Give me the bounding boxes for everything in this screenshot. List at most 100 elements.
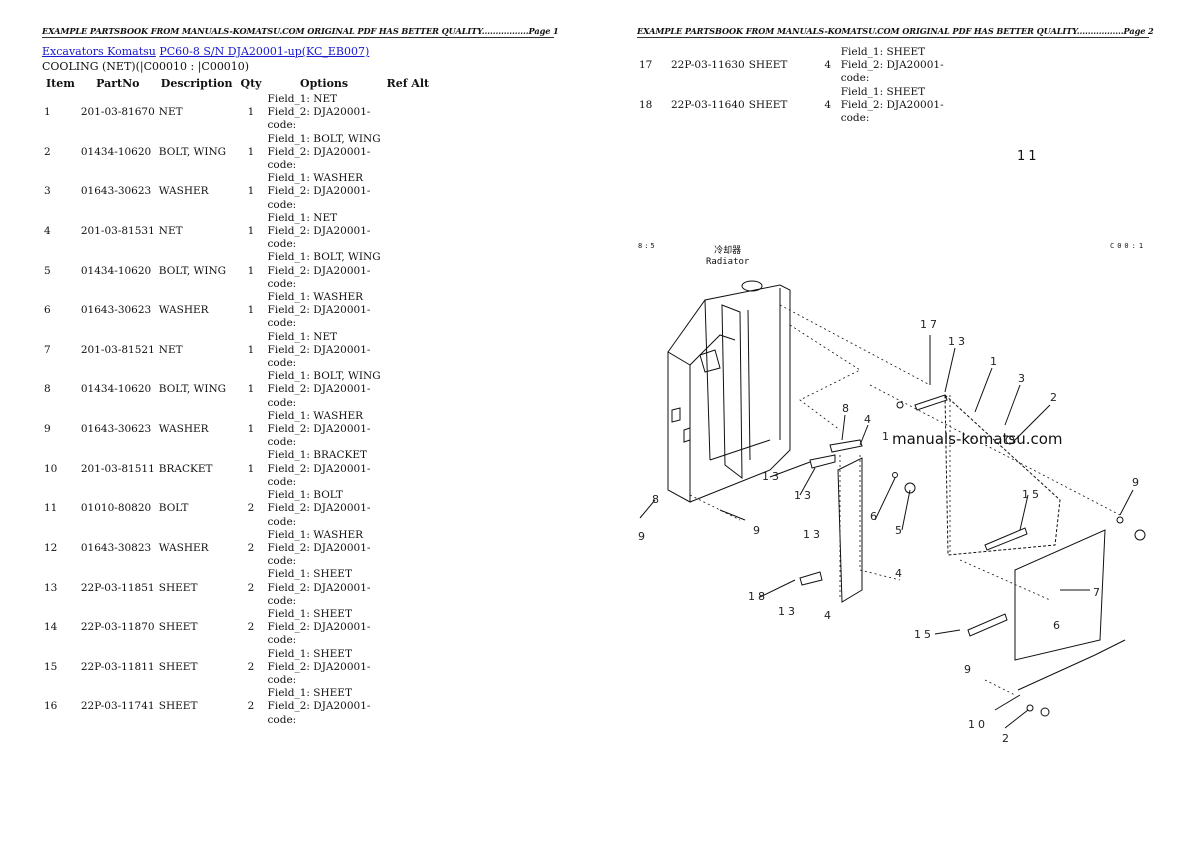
col-ref-alt: Ref Alt xyxy=(386,77,430,90)
option-code: code: xyxy=(267,238,297,251)
option-code: code: xyxy=(267,555,297,568)
quantity: 1 xyxy=(247,383,255,396)
option-code: code: xyxy=(267,357,297,370)
table-header-row: Item PartNo Description Qty Options Ref … xyxy=(42,76,433,93)
description: BRACKET xyxy=(158,462,213,475)
callout-label: 6 xyxy=(870,510,880,523)
callout-label: 1 xyxy=(882,430,892,443)
item-number: 9 xyxy=(44,423,51,436)
col-qty: Qty xyxy=(240,77,262,90)
option-field-1: Field_1: SHEET xyxy=(840,46,926,58)
quantity: 1 xyxy=(247,462,255,475)
item-number: 16 xyxy=(44,700,58,713)
option-field-1: Field_1: BRACKET xyxy=(267,449,368,462)
part-number: 22P-03-11640 xyxy=(671,98,745,111)
part-number: 01643-30823 xyxy=(80,541,152,554)
figure-label-en: Radiator xyxy=(706,257,750,267)
callout-label: 8 xyxy=(652,493,662,506)
callout-label: 13 xyxy=(794,489,814,502)
option-field-2: Field_2: DJA20001- xyxy=(267,304,371,317)
item-number: 8 xyxy=(44,383,51,396)
item-number: 10 xyxy=(44,462,58,475)
option-field-2: Field_2: DJA20001- xyxy=(267,423,371,436)
page-1: EXAMPLE PARTSBOOK FROM MANUALS-KOMATSU.C… xyxy=(42,0,559,842)
option-field-1: Field_1: SHEET xyxy=(267,647,352,660)
option-code: code: xyxy=(267,119,297,132)
quantity: 1 xyxy=(247,304,255,317)
item-number: 3 xyxy=(44,185,51,198)
item-number: 14 xyxy=(44,621,58,634)
option-field-2: Field_2: DJA20001- xyxy=(267,541,371,554)
option-field-2: Field_2: DJA20001- xyxy=(267,145,371,158)
item-number: 13 xyxy=(44,581,58,594)
callout-label: 9 xyxy=(638,530,648,543)
part-number: 201-03-81531 xyxy=(80,225,155,238)
callout-label: 2 xyxy=(1002,732,1012,745)
item-number: 18 xyxy=(639,98,653,111)
description: WASHER xyxy=(158,541,209,554)
option-field-2: Field_2: DJA20001- xyxy=(267,621,371,634)
option-field-1: Field_1: WASHER xyxy=(267,528,364,541)
option-field-1: Field_1: SHEET xyxy=(840,85,926,98)
option-code: code: xyxy=(267,713,297,726)
callout-label: 18 xyxy=(748,590,768,603)
option-field-1: Field_1: NET xyxy=(267,211,338,224)
part-number: 01643-30623 xyxy=(80,304,152,317)
table-row: 8 01434-10620 BOLT, WING 1 Field_1: BOLT, WI… xyxy=(42,370,433,410)
description: BOLT, WING xyxy=(158,383,227,396)
description: BOLT, WING xyxy=(158,145,227,158)
description: SHEET xyxy=(748,59,788,72)
option-code: code: xyxy=(267,436,297,449)
quantity: 1 xyxy=(247,106,255,119)
quantity: 2 xyxy=(247,502,255,515)
page-2: EXAMPLE PARTSBOOK FROM MANUALS-KOMATSU.C… xyxy=(637,0,1154,842)
description: NET xyxy=(158,343,183,356)
breadcrumb-link-model[interactable]: PC60-8 S/N DJA20001-up(KC_EB007) xyxy=(159,45,370,58)
part-number: 01434-10620 xyxy=(80,145,152,158)
option-code: code: xyxy=(267,475,297,488)
quantity: 4 xyxy=(824,59,832,72)
quantity: 2 xyxy=(247,541,255,554)
part-number: 22P-03-11851 xyxy=(80,581,155,594)
quantity: 2 xyxy=(247,660,255,673)
col-options: Options xyxy=(300,77,349,90)
breadcrumb-link-category[interactable]: Excavators Komatsu xyxy=(42,45,156,58)
option-field-2: Field_2: DJA20001- xyxy=(267,106,371,119)
option-field-2: Field_2: DJA20001- xyxy=(840,98,944,111)
part-number: 201-03-81511 xyxy=(80,462,155,475)
figure-label-jp: 冷却器 xyxy=(714,246,742,256)
parts-table: Item PartNo Description Qty Options Ref … xyxy=(42,76,433,727)
option-field-1: Field_1: SHEET xyxy=(267,568,352,581)
option-code: code: xyxy=(267,396,297,409)
callout-label: 4 xyxy=(895,567,905,580)
callout-label: 9 xyxy=(753,524,763,537)
option-field-1: Field_1: BOLT, WING xyxy=(267,132,381,145)
part-number: 01434-10620 xyxy=(80,383,152,396)
item-number: 1 xyxy=(44,106,51,119)
option-code: code: xyxy=(840,112,870,125)
callout-label: 4 xyxy=(824,609,834,622)
option-field-1: Field_1: BOLT xyxy=(267,489,343,502)
option-field-2: Field_2: DJA20001- xyxy=(840,59,944,72)
option-code: code: xyxy=(267,634,297,647)
quantity: 1 xyxy=(247,145,255,158)
